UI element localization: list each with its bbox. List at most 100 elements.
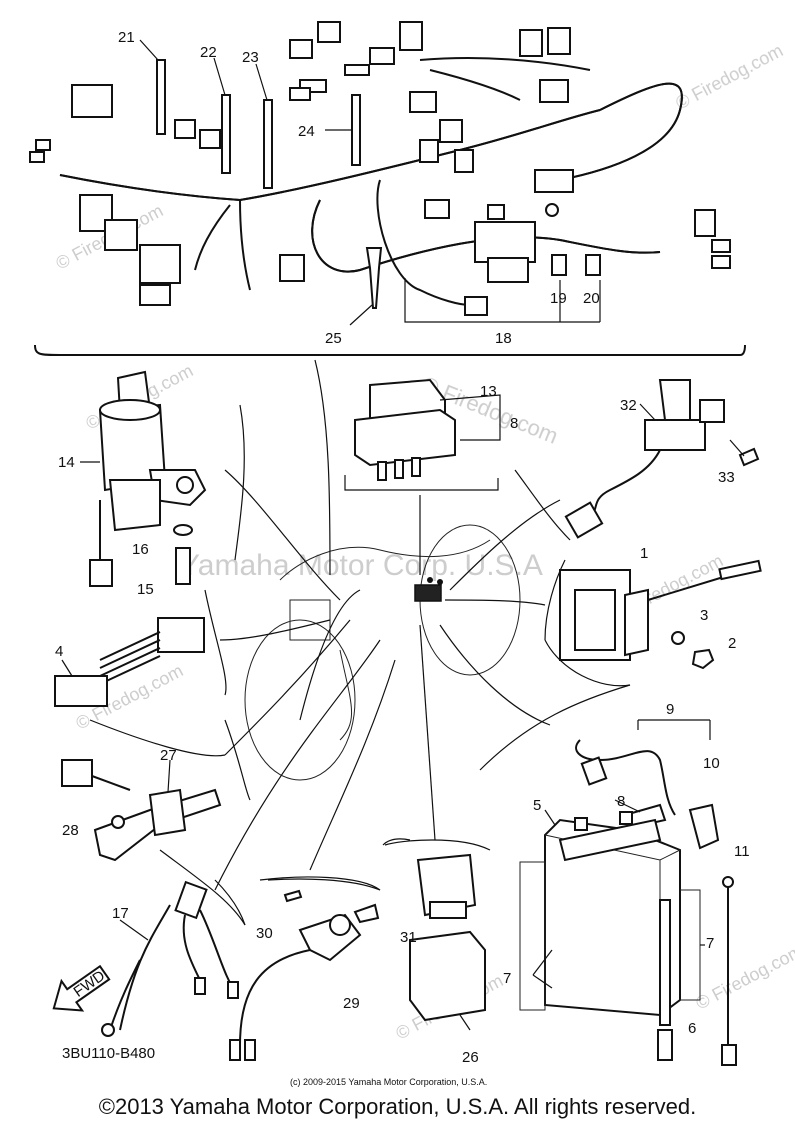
callout-label: 26 <box>462 1049 479 1066</box>
callout-label: 11 <box>734 843 750 860</box>
relay-section-arc <box>382 838 411 846</box>
harness-terminal <box>711 239 731 253</box>
harness-connector <box>694 209 716 237</box>
band-24 <box>351 94 361 166</box>
harness-connector <box>104 219 138 251</box>
clip-20 <box>585 254 601 276</box>
callout-label: 3 <box>700 607 708 624</box>
harness-terminal <box>35 139 51 151</box>
harness-connector <box>139 284 171 306</box>
fine-print: (c) 2009-2015 Yamaha Motor Corporation, … <box>290 1077 487 1087</box>
callout-18-bracket <box>404 278 601 323</box>
callout-label: 30 <box>256 925 273 942</box>
watermark-firedog: © Firedog.com <box>672 40 786 113</box>
harness-ring-terminal <box>545 203 559 217</box>
screw-30 <box>283 889 303 903</box>
callout-label: 1 <box>640 545 648 562</box>
callout-label: 21 <box>118 29 135 46</box>
callout-label: 23 <box>242 49 259 66</box>
wire-harness-assembly <box>29 21 731 326</box>
callout-label: 10 <box>703 755 720 772</box>
callout-label: 20 <box>583 290 600 307</box>
diagram-code: 3BU110-B480 <box>62 1045 155 1062</box>
section-divider <box>34 344 746 356</box>
callout-label: 14 <box>58 454 75 471</box>
callout-label: 13 <box>480 383 497 400</box>
harness-connector <box>369 47 395 65</box>
callout-label: 9 <box>666 701 674 718</box>
main-switch-14 <box>80 370 207 587</box>
washer-3 <box>671 631 685 645</box>
band-25 <box>365 247 383 309</box>
nut-2 <box>691 648 715 670</box>
harness-connector <box>289 39 313 59</box>
harness-connector <box>547 27 571 55</box>
watermark-yamaha: Yamaha Motor Corp. U.S.A <box>180 549 543 582</box>
harness-connector <box>199 129 221 149</box>
harness-relay-box <box>474 221 536 263</box>
bolt-33 <box>738 447 760 467</box>
rectifier-regulator-1 <box>559 559 762 670</box>
location-leaders <box>89 359 631 926</box>
ignition-coil-32 <box>564 379 760 539</box>
wiring-harness-diagram: Yamaha Motor Corp. U.S.A © Firedog.com ©… <box>29 21 795 1087</box>
callout-label: 7 <box>706 935 714 952</box>
callout-label: 31 <box>400 929 417 946</box>
callout-label: 27 <box>160 747 177 764</box>
harness-connector <box>71 84 113 118</box>
callout-label: 15 <box>137 581 154 598</box>
clip-19 <box>551 254 567 276</box>
harness-connector <box>534 169 574 193</box>
harness-connector <box>317 21 341 43</box>
callout-label: 18 <box>495 330 512 347</box>
band-22 <box>221 94 231 174</box>
flasher-relay-26 <box>409 930 486 1031</box>
callout-labels: 21 22 23 24 25 18 19 20 13 8 32 33 14 16… <box>55 29 750 1066</box>
band-21 <box>156 59 166 135</box>
switch-29 <box>229 878 381 1061</box>
callout-label: 5 <box>533 797 541 814</box>
harness-connector <box>464 296 488 316</box>
callout-label: 19 <box>550 290 567 307</box>
sensor-17 <box>101 879 246 1037</box>
harness-connector <box>439 119 463 143</box>
callout-label: 22 <box>200 44 217 61</box>
callout-label: 29 <box>343 995 360 1012</box>
bracket-27 <box>61 759 222 862</box>
battery-lead-11 <box>721 1044 737 1066</box>
callout-label: 33 <box>718 469 735 486</box>
battery-assembly <box>519 719 737 1066</box>
callout-label: 4 <box>55 643 63 660</box>
callout-label: 28 <box>62 822 79 839</box>
harness-terminal <box>344 64 370 76</box>
washer-16 <box>173 524 193 536</box>
relay-13 <box>344 378 501 491</box>
harness-terminal <box>711 255 731 269</box>
relay-31 <box>416 853 477 919</box>
harness-connector <box>409 91 437 113</box>
harness-connector <box>399 21 423 51</box>
callout-label: 17 <box>112 905 129 922</box>
copyright-notice: ©2013 Yamaha Motor Corporation, U.S.A. A… <box>98 1094 697 1119</box>
callout-label: 32 <box>620 397 637 414</box>
harness-connector <box>174 119 196 139</box>
forward-direction-arrow: FWD <box>52 964 111 1012</box>
harness-connector <box>79 194 113 232</box>
harness-connector <box>487 204 505 220</box>
band-23 <box>263 99 273 189</box>
harness-connector <box>424 199 450 219</box>
vehicle-outline <box>244 524 521 781</box>
battery-lead-6 <box>659 899 671 1026</box>
callout-label: 24 <box>298 123 315 140</box>
callout-label: 8 <box>510 415 518 432</box>
harness-connector <box>279 254 305 282</box>
harness-connector <box>139 244 181 284</box>
bolt-28 <box>111 815 125 829</box>
sub-lead-4 <box>54 617 205 707</box>
harness-connector <box>519 29 543 57</box>
callout-label: 6 <box>688 1020 696 1037</box>
harness-connector <box>539 79 569 103</box>
harness-relay-base <box>487 257 529 283</box>
bolt-15 <box>175 547 191 585</box>
callout-label: 8 <box>617 793 625 810</box>
